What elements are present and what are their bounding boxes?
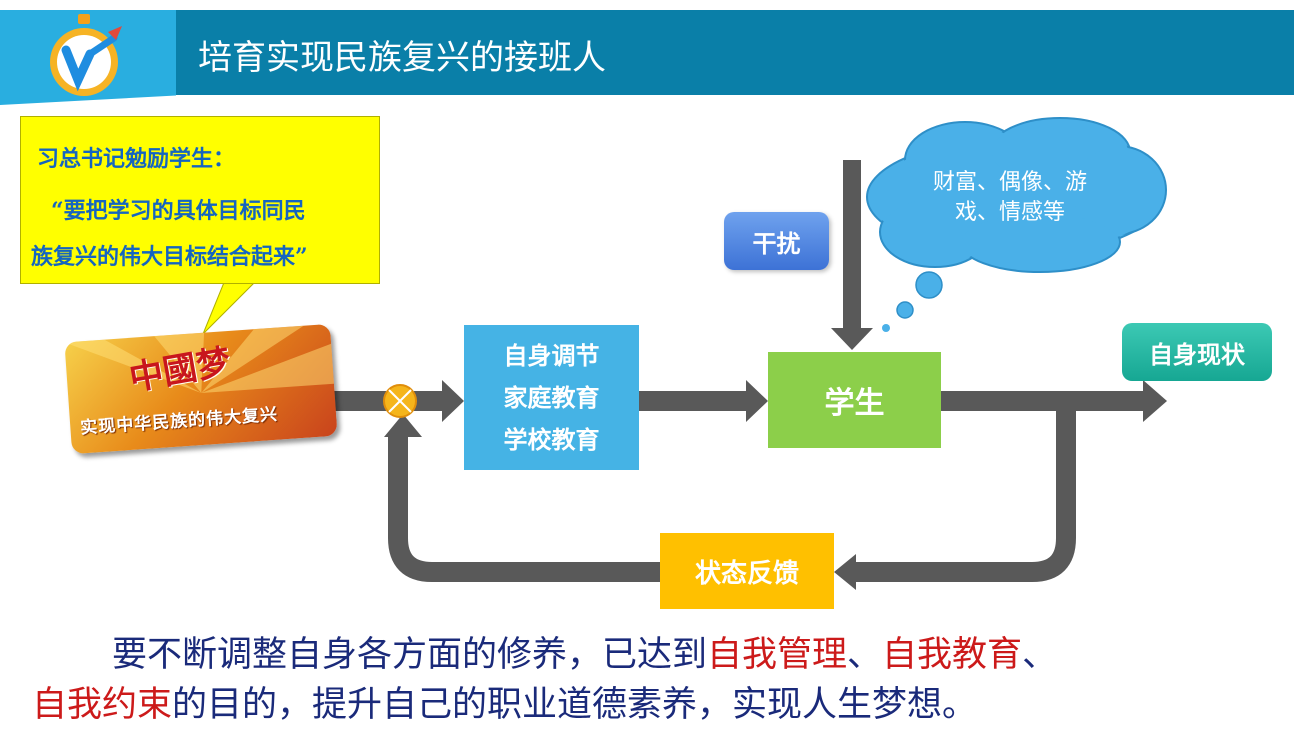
arrow-segment: [414, 391, 444, 411]
stopwatch-logo-icon: [50, 14, 122, 96]
quote-text-line: 族复兴的伟大目标结合起来”: [31, 244, 308, 270]
status-feedback-box: 状态反馈: [660, 533, 834, 609]
interference-box: 干扰: [724, 212, 829, 270]
summary-line-2: 自我约束的目的，提升自己的职业道德素养，实现人生梦想。: [32, 676, 977, 727]
summary-line-1: 要不断调整自身各方面的修养，已达到自我管理、自我教育、: [112, 626, 1057, 677]
arrowhead: [1143, 380, 1167, 422]
arrowhead: [746, 380, 768, 422]
page-title: 培育实现民族复兴的接班人: [198, 38, 606, 78]
cloud-text-line: 戏、情感等: [954, 200, 1065, 225]
arrowhead: [831, 328, 873, 350]
arrowhead: [384, 414, 422, 437]
highlight-self-discipline: 自我约束: [32, 685, 173, 725]
self-adjustment-box: 自身调节 家庭教育 学校教育: [464, 325, 639, 470]
quote-heading: 习总书记勉励学生：: [37, 146, 236, 172]
cloud-text: 财富、偶像、游 戏、情感等: [905, 168, 1115, 228]
chinese-dream-card: 中國梦 实现中华民族的伟大复兴: [64, 323, 338, 455]
feedback-loop-right: [856, 401, 1076, 582]
quote-callout: 习总书记勉励学生： “要把学习的具体目标同民 族复兴的伟大目标结合起来”: [20, 116, 380, 284]
thought-bubble: [882, 324, 890, 332]
thought-bubble: [896, 301, 914, 319]
sunburst-icon: [64, 325, 334, 393]
quote-text-line: “要把学习的具体目标同民: [51, 198, 306, 224]
header-bar: [176, 10, 1294, 95]
self-box-line: 家庭教育: [503, 383, 600, 412]
arrow-segment: [334, 391, 386, 411]
mixer-node: [383, 384, 417, 418]
self-box-line: 学校教育: [503, 425, 600, 454]
current-status-box: 自身现状: [1122, 323, 1272, 381]
feedback-loop-left: [388, 436, 660, 582]
summary-text: 的目的，提升自己的职业道德素养，实现人生梦想。: [172, 685, 978, 725]
arrow-segment: [843, 160, 861, 330]
student-box: 学生: [768, 352, 941, 448]
highlight-self-education: 自我教育: [882, 635, 1023, 675]
arrowhead: [834, 554, 856, 590]
cloud-text-line: 财富、偶像、游: [932, 170, 1087, 195]
summary-separator: 、: [1022, 635, 1058, 675]
thought-cloud-fill: [869, 120, 1164, 270]
arrow-segment: [639, 391, 747, 411]
summary-separator: 、: [847, 635, 883, 675]
self-box-line: 自身调节: [503, 341, 600, 370]
highlight-self-management: 自我管理: [707, 635, 848, 675]
arrowhead: [442, 380, 464, 422]
summary-text: 要不断调整自身各方面的修养，已达到: [112, 635, 708, 675]
thought-bubble: [915, 271, 943, 299]
arrow-segment: [941, 391, 1144, 411]
